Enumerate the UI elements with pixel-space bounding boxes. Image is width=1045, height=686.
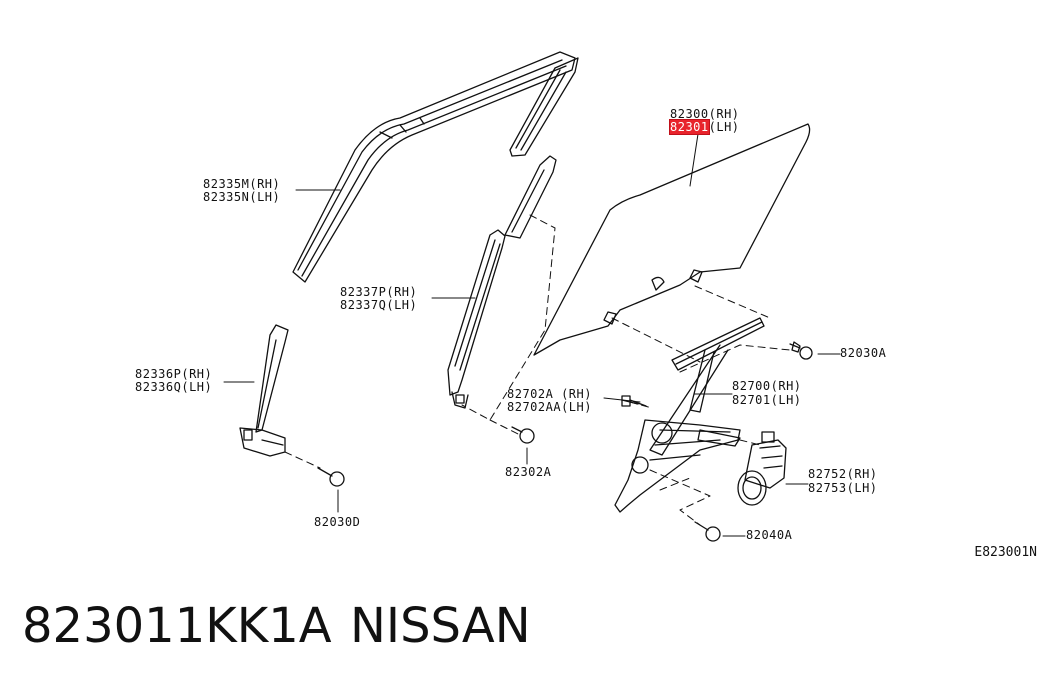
label-glass-lh: 82301(LH) — [669, 119, 740, 135]
brand-name: NISSAN — [350, 598, 531, 654]
dashed-assembly-lines — [284, 214, 791, 526]
label-regulator-lh: 82701(LH) — [732, 393, 802, 407]
regulator-motor — [737, 431, 787, 506]
diagram-code: E823001N — [974, 545, 1037, 560]
label-rear-channel-lh: 82337Q(LH) — [340, 298, 418, 312]
label-bolt-stud-lh: 82702AA(LH) — [507, 400, 592, 414]
bolt-82030d — [317, 467, 345, 487]
rear-glass-channel — [447, 155, 557, 409]
label-front-channel-lh: 82336Q(LH) — [135, 380, 213, 394]
bolt-82302a — [511, 426, 535, 444]
label-82030d: 82030D — [314, 515, 361, 529]
door-sash-weatherstrip — [292, 51, 579, 283]
label-sash-rh: 82335M(RH) — [203, 177, 281, 191]
front-glass-channel — [239, 324, 289, 457]
window-regulator — [614, 317, 765, 513]
highlighted-part-number[interactable]: 82301 — [669, 119, 710, 135]
label-glass-rh: 82300(RH) — [670, 107, 740, 121]
leader-lines — [223, 133, 841, 537]
label-motor-rh: 82752(RH) — [808, 467, 878, 481]
label-rear-channel-rh: 82337P(RH) — [340, 285, 418, 299]
label-82302a: 82302A — [505, 465, 552, 479]
label-sash-lh: 82335N(LH) — [203, 190, 281, 204]
label-front-channel-rh: 82336P(RH) — [135, 367, 213, 381]
label-bolt-stud-rh: 82702A (RH) — [507, 387, 592, 401]
bolt-82040a — [694, 521, 721, 542]
label-glass-lh-suffix: (LH) — [708, 120, 740, 134]
label-82040a: 82040A — [746, 528, 793, 542]
label-82030a: 82030A — [840, 346, 887, 360]
label-motor-lh: 82753(LH) — [808, 481, 878, 495]
label-regulator-rh: 82700(RH) — [732, 379, 802, 393]
door-glass — [533, 123, 811, 356]
part-number-title: 823011KK1A — [22, 598, 332, 654]
bolt-82030a — [789, 341, 813, 360]
